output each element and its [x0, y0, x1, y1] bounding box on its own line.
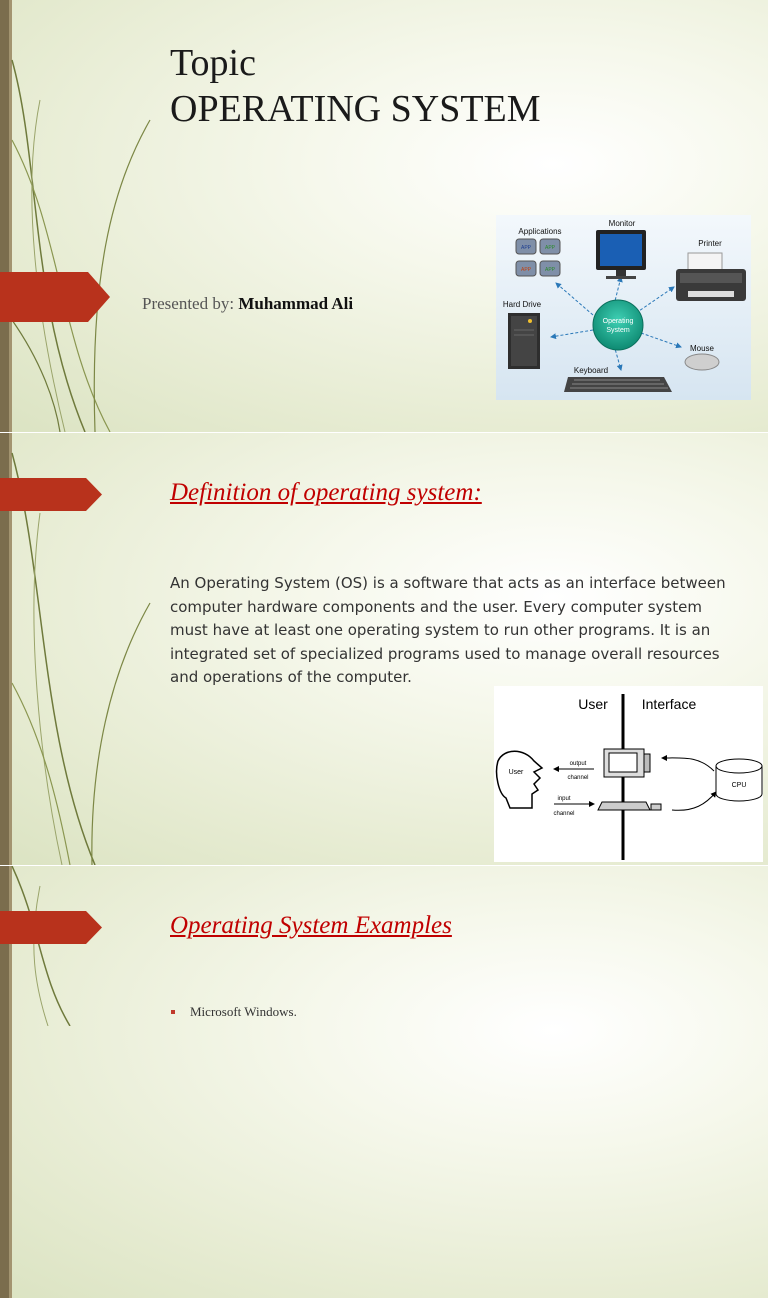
list-item: Microsoft Windows. [170, 1004, 297, 1020]
os-node-line1: Operating [603, 318, 634, 325]
examples-list: Microsoft Windows. [170, 1004, 297, 1020]
slide-title-heading: Topic OPERATING SYSTEM [170, 40, 541, 132]
slide-definition: Definition of operating system: An Opera… [0, 433, 768, 865]
output-channel-label: channel [567, 775, 588, 781]
hard-drive-icon [508, 313, 540, 369]
user-column-label: User [578, 696, 608, 712]
definition-heading: Definition of operating system: [170, 479, 482, 506]
definition-body: An Operating System (OS) is a software t… [170, 574, 726, 686]
decorative-swooshes [11, 866, 71, 1026]
slide-divider [0, 865, 768, 866]
app-tile-label: APP [545, 267, 556, 273]
hard-drive-label: Hard Drive [503, 300, 542, 309]
input-channel-label: channel [553, 811, 574, 817]
presenter-line: Presented by: Muhammad Ali [142, 294, 353, 314]
keyboard-label: Keyboard [574, 366, 608, 375]
mouse-label: Mouse [690, 344, 715, 353]
arrow-marker [0, 478, 102, 511]
keyboard-icon [597, 801, 662, 811]
title-operating-system: OPERATING SYSTEM [170, 88, 541, 130]
os-node-icon [592, 299, 644, 351]
user-head-icon [495, 750, 544, 809]
app-tile-label: APP [521, 267, 532, 273]
arrow-marker [0, 272, 110, 322]
printer-label: Printer [698, 239, 722, 248]
user-interface-diagram: User Interface User output channel input… [494, 686, 763, 862]
app-tiles: APP APP APP APP [515, 238, 561, 277]
monitor-icon [596, 230, 646, 279]
cpu-label: CPU [732, 782, 747, 789]
presented-label: Presented by: [142, 294, 235, 313]
app-tile-label: APP [521, 245, 532, 251]
head-user-label: User [509, 769, 524, 776]
cpu-icon [715, 758, 763, 802]
examples-heading: Operating System Examples [170, 912, 452, 939]
os-components-diagram: Applications APP APP APP APP Monitor Pri… [496, 215, 751, 400]
app-tile-label: APP [545, 245, 556, 251]
mouse-icon [684, 353, 720, 371]
keyboard-icon [564, 377, 672, 392]
monitor-label: Monitor [609, 219, 636, 228]
input-label: input [557, 796, 570, 802]
slide-title: Topic OPERATING SYSTEM Presented by: Muh… [0, 0, 768, 432]
slide-examples: Operating System Examples Microsoft Wind… [0, 866, 768, 1298]
slide-divider [0, 432, 768, 433]
monitor-icon [603, 748, 651, 778]
interface-column-label: Interface [642, 696, 697, 712]
printer-icon [676, 252, 746, 301]
os-node-line2: System [606, 327, 630, 334]
title-topic: Topic [170, 42, 256, 84]
presenter-name: Muhammad Ali [238, 294, 354, 313]
side-bar [0, 433, 12, 865]
applications-label: Applications [518, 227, 561, 236]
decorative-swooshes [11, 59, 151, 432]
output-label: output [570, 761, 587, 767]
arrow-marker [0, 911, 102, 944]
side-bar [0, 0, 12, 432]
